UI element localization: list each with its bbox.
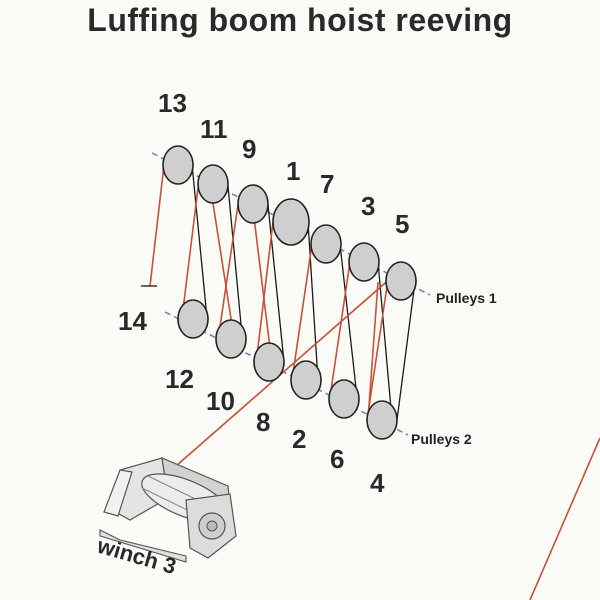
rope-7-2 bbox=[339, 243, 358, 398]
pulley-5 bbox=[385, 261, 417, 301]
pulley-1 bbox=[272, 198, 310, 246]
pulleys-2-axis bbox=[164, 311, 409, 436]
pulley-label-3: 3 bbox=[361, 191, 375, 221]
pulley-7 bbox=[310, 224, 342, 264]
pulley-label-8: 8 bbox=[256, 407, 270, 437]
pulley-label-11: 11 bbox=[200, 114, 228, 144]
pulley-label-2: 2 bbox=[292, 424, 306, 454]
rope-exit-right bbox=[529, 437, 600, 600]
winch-label: winch 3 bbox=[94, 532, 179, 579]
rope-6-5 bbox=[366, 279, 389, 421]
pulleys-1-group bbox=[162, 145, 417, 301]
pulleys-2-label: Pulleys 2 bbox=[411, 431, 472, 447]
rope-14-11 bbox=[181, 187, 199, 319]
rope-10-1 bbox=[255, 221, 274, 365]
pulley-label-10: 10 bbox=[206, 386, 235, 416]
pulley-11 bbox=[197, 164, 229, 204]
pulley-9 bbox=[237, 184, 269, 224]
rope-2-3 bbox=[329, 261, 351, 398]
pulley-label-13: 13 bbox=[158, 88, 187, 118]
rope-1-8 bbox=[307, 221, 319, 381]
rope-12-9 bbox=[217, 204, 239, 341]
rope-9-10 bbox=[267, 204, 285, 363]
pulley-3 bbox=[348, 242, 380, 282]
rope-8-7 bbox=[291, 243, 313, 381]
pulley-label-1: 1 bbox=[286, 156, 300, 186]
pulleys-1-label: Pulleys 1 bbox=[436, 290, 497, 306]
pulley-13 bbox=[162, 145, 194, 185]
rope-5-4 bbox=[396, 281, 416, 421]
rope-dead-end bbox=[149, 164, 165, 287]
rope-cross-a bbox=[209, 183, 233, 326]
pulley-label-14: 14 bbox=[118, 306, 147, 336]
pulley-label-12: 12 bbox=[165, 364, 194, 394]
rope-4-up bbox=[367, 281, 379, 421]
pulley-8 bbox=[290, 360, 322, 400]
pulley-2 bbox=[328, 379, 360, 419]
rope-13-14 bbox=[191, 163, 208, 319]
diagram-title: Luffing boom hoist reeving bbox=[87, 2, 513, 38]
rope-cross-b bbox=[251, 200, 271, 349]
pulley-label-6: 6 bbox=[330, 444, 344, 474]
ropes bbox=[141, 163, 416, 481]
pulleys-2-group bbox=[177, 299, 398, 440]
pulley-label-7: 7 bbox=[320, 169, 334, 199]
winch-drawing bbox=[99, 457, 237, 563]
pulley-6 bbox=[366, 400, 398, 440]
pulley-12 bbox=[215, 319, 247, 359]
rope-3-6 bbox=[377, 261, 393, 421]
pulley-label-9: 9 bbox=[242, 134, 256, 164]
pulley-14 bbox=[177, 299, 209, 339]
pulley-label-5: 5 bbox=[395, 209, 409, 239]
pulley-10 bbox=[253, 342, 285, 382]
rope-11-12 bbox=[227, 185, 243, 336]
pulley-label-4: 4 bbox=[370, 468, 385, 498]
